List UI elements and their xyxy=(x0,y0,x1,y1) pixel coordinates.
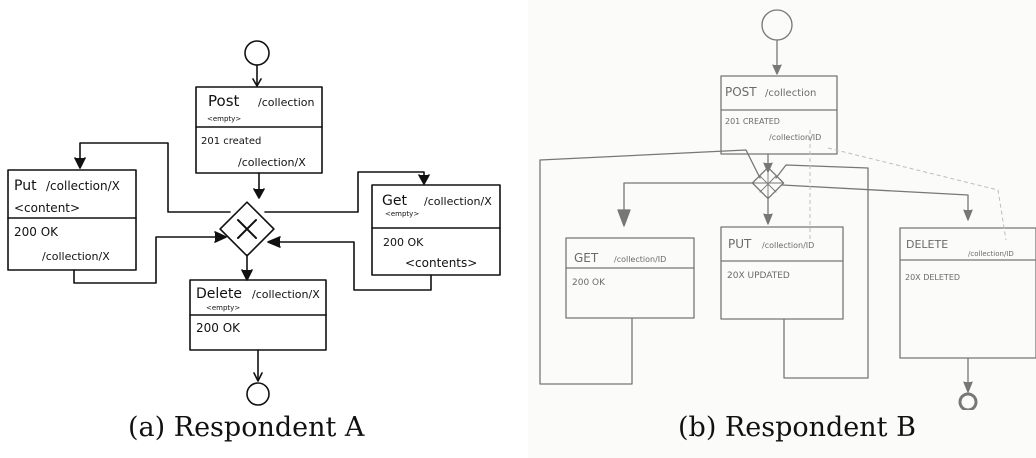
get-path-b: /collection/ID xyxy=(614,255,666,264)
get-status-a: 200 OK xyxy=(383,236,424,249)
diagram-b-canvas: POST /collection 201 CREATED /collection… xyxy=(539,9,1036,410)
diagram-a-canvas: Post /collection <empty> 201 created /co… xyxy=(7,40,501,406)
delete-title-b: DELETE xyxy=(906,238,948,251)
post-path-b: /collection xyxy=(765,88,816,99)
get-title-a: Get xyxy=(382,193,407,209)
post-status-b: 201 CREATED xyxy=(725,117,780,126)
post-response-b: /collection/ID xyxy=(769,133,821,142)
put-path-b: /collection/ID xyxy=(762,241,814,250)
get-activity-b xyxy=(565,237,695,319)
start-event-b xyxy=(761,9,793,41)
gateway-a xyxy=(219,201,275,257)
put-title-b: PUT xyxy=(728,237,752,251)
caption-respondent-b: (b) Respondent B xyxy=(678,412,916,443)
put-path-a: /collection/X xyxy=(46,179,120,193)
post-status-a: 201 created xyxy=(201,136,261,147)
delete-status-a: 200 OK xyxy=(196,321,241,335)
put-title-a: Put xyxy=(14,178,37,194)
caption-respondent-a: (a) Respondent A xyxy=(128,412,365,443)
put-status-a: 200 OK xyxy=(14,225,59,239)
delete-status-b: 20X DELETED xyxy=(905,273,960,282)
delete-body-a: <empty> xyxy=(206,304,240,312)
put-response-a: /collection/X xyxy=(42,250,110,263)
post-activity-b xyxy=(720,75,838,155)
get-body-a: <empty> xyxy=(385,210,419,218)
post-title-a: Post xyxy=(208,92,240,110)
delete-path-a: /collection/X xyxy=(252,288,320,301)
post-title-b: POST xyxy=(725,85,757,99)
put-status-b: 20X UPDATED xyxy=(727,271,790,281)
start-event-a xyxy=(244,40,270,66)
put-body-a: <content> xyxy=(14,201,80,215)
post-response-a: /collection/X xyxy=(238,156,306,169)
get-activity-a xyxy=(371,184,501,276)
delete-title-a: Delete xyxy=(196,286,242,302)
put-activity-a xyxy=(7,169,137,271)
diagram-respondent-a: Post /collection <empty> 201 created /co… xyxy=(7,40,501,406)
post-body-a: <empty> xyxy=(207,115,241,123)
diagram-respondent-b: POST /collection 201 CREATED /collection… xyxy=(528,0,1036,458)
end-event-b xyxy=(958,392,978,410)
put-activity-b xyxy=(720,226,844,320)
end-event-a xyxy=(246,382,270,406)
get-status-b: 200 OK xyxy=(572,278,606,288)
get-title-b: GET xyxy=(574,251,599,265)
gateway-b xyxy=(751,166,785,200)
get-response-a: <contents> xyxy=(405,256,477,270)
delete-path-b: /collection/ID xyxy=(968,250,1014,258)
post-path-a: /collection xyxy=(258,96,315,109)
get-path-a: /collection/X xyxy=(424,195,492,208)
